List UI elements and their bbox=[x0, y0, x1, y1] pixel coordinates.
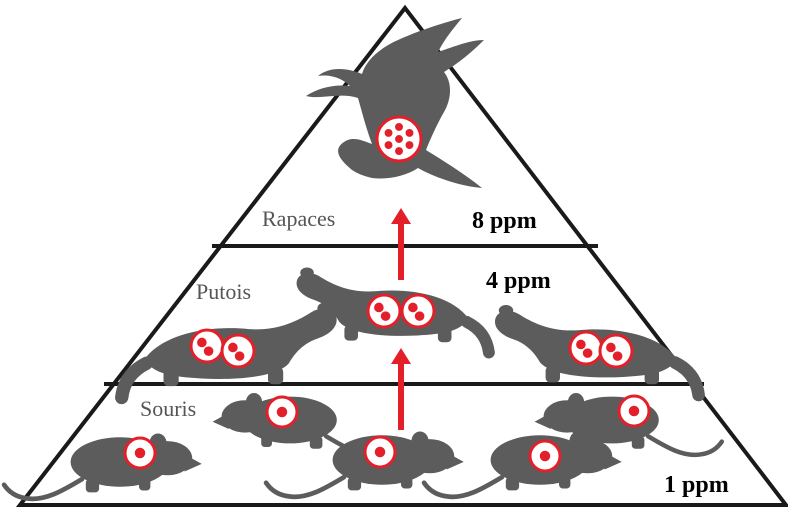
tier-label-souris: Souris bbox=[140, 396, 196, 421]
toxin-dot bbox=[197, 338, 207, 348]
arrow-souris-to-putois bbox=[391, 348, 411, 430]
toxin-dot bbox=[375, 447, 386, 458]
toxin-dot bbox=[135, 448, 146, 459]
toxin-dot bbox=[406, 141, 414, 149]
toxin-dot bbox=[540, 451, 551, 462]
toxin-dot bbox=[395, 123, 403, 131]
toxin-ring bbox=[222, 335, 254, 367]
toxin-dot bbox=[583, 348, 593, 358]
polecat-toxin-badge bbox=[368, 295, 400, 327]
concentration-rapaces: 8 ppm bbox=[472, 208, 537, 234]
toxin-ring bbox=[600, 335, 632, 367]
arrow-shaft bbox=[398, 220, 404, 280]
mouse-toxin-badge bbox=[267, 397, 297, 427]
toxin-dot bbox=[204, 346, 214, 356]
toxin-ring bbox=[570, 332, 602, 364]
concentration-souris: 1 ppm bbox=[664, 472, 729, 498]
toxin-dot bbox=[385, 141, 393, 149]
animals bbox=[4, 18, 722, 499]
toxin-ring bbox=[402, 295, 434, 327]
polecat-toxin-badge bbox=[570, 332, 602, 364]
arrow-head bbox=[391, 208, 411, 224]
toxin-dot bbox=[415, 311, 425, 321]
raptor-toxin-badge bbox=[377, 117, 421, 161]
toxin-dot bbox=[613, 351, 623, 361]
polecat-toxin-badge bbox=[191, 330, 223, 362]
mouse-toxin-badge bbox=[530, 441, 560, 471]
toxin-dot bbox=[395, 147, 403, 155]
toxin-dot bbox=[374, 303, 384, 313]
arrow-head bbox=[391, 348, 411, 364]
toxin-dot bbox=[576, 340, 586, 350]
tier-label-putois: Putois bbox=[196, 279, 251, 304]
toxin-dot bbox=[385, 129, 393, 137]
toxin-dot bbox=[235, 351, 245, 361]
mouse-toxin-badge bbox=[365, 437, 395, 467]
toxin-dot bbox=[606, 343, 616, 353]
toxin-ring bbox=[368, 295, 400, 327]
polecat-toxin-badge bbox=[402, 295, 434, 327]
concentration-putois: 4 ppm bbox=[486, 268, 551, 294]
toxin-ring bbox=[191, 330, 223, 362]
toxin-dot bbox=[395, 135, 403, 143]
mouse-toxin-badge bbox=[125, 438, 155, 468]
toxin-dot bbox=[381, 311, 391, 321]
polecat-toxin-badge bbox=[600, 335, 632, 367]
polecat-icon-right bbox=[495, 305, 699, 395]
mouse-toxin-badge bbox=[619, 396, 649, 426]
toxin-dot bbox=[228, 343, 238, 353]
polecat-toxin-badge bbox=[222, 335, 254, 367]
toxin-dot bbox=[408, 303, 418, 313]
arrow-shaft bbox=[398, 360, 404, 430]
toxin-dot bbox=[406, 129, 414, 137]
tier-label-rapaces: Rapaces bbox=[262, 206, 335, 231]
toxin-dot bbox=[277, 407, 288, 418]
toxin-dot bbox=[629, 406, 640, 417]
